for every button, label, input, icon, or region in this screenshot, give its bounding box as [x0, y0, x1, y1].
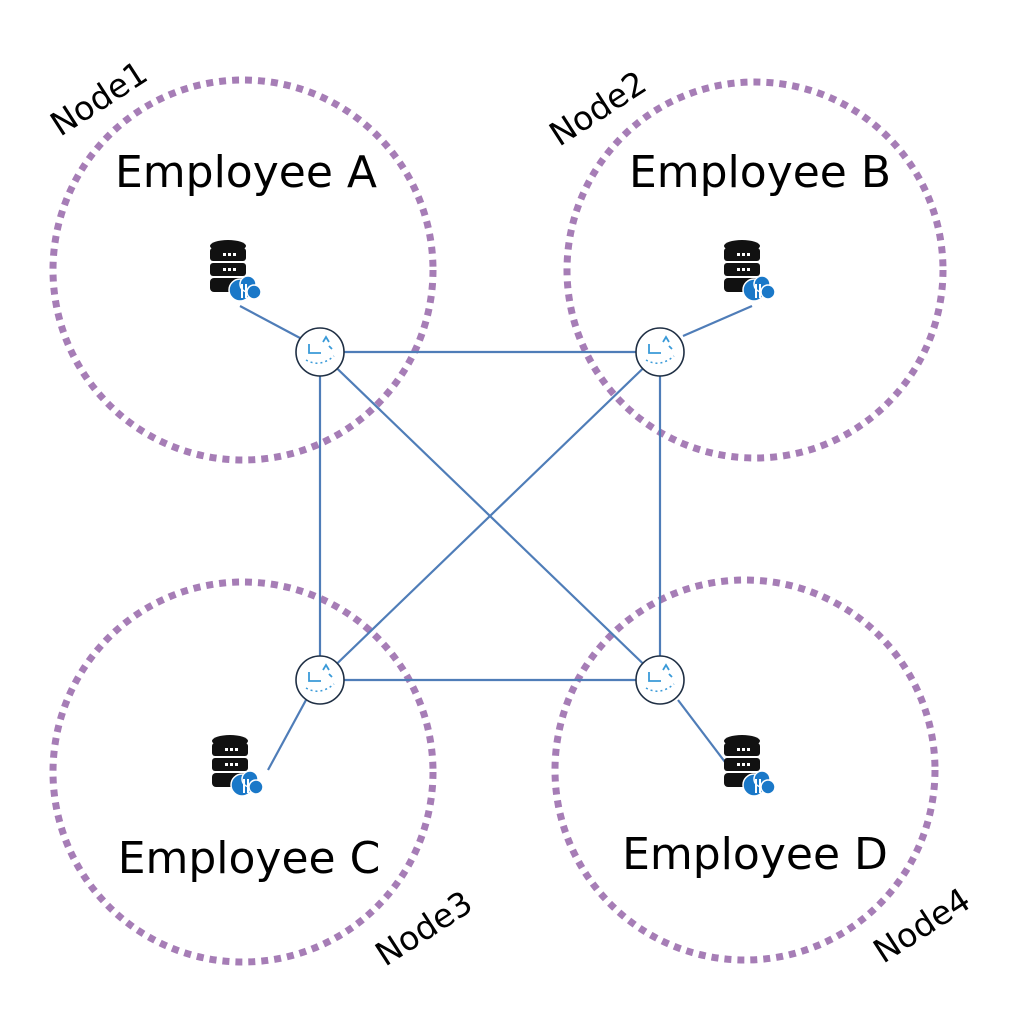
employee-b-label: Employee B [629, 147, 891, 198]
link-d-db [677, 699, 729, 767]
links [239, 304, 753, 771]
node2-label: Node2 [542, 63, 653, 154]
link-c-db [267, 699, 307, 771]
node3-boundary [49, 578, 437, 966]
database-cloud-icon [211, 734, 264, 797]
employee-a-label: Employee A [115, 147, 377, 198]
blockchain-node-icon [295, 655, 345, 705]
node2-boundary [563, 78, 947, 462]
blockchain-node-icon [635, 327, 685, 377]
blockchain-node-icon [295, 327, 345, 377]
link-b-c [319, 351, 661, 681]
database-cloud-icon [209, 239, 262, 302]
node1-label: Node1 [43, 53, 154, 144]
node4-label: Node4 [866, 880, 977, 971]
database-cloud-icon [723, 239, 776, 302]
employee-c-label: Employee C [118, 833, 381, 884]
blockchain-node-icon [635, 655, 685, 705]
node1-boundary [49, 76, 437, 464]
node4-boundary [551, 576, 939, 964]
database-cloud-icon [723, 734, 776, 797]
link-b-db [682, 304, 753, 338]
link-a-db [239, 305, 301, 339]
employee-d-label: Employee D [622, 829, 888, 880]
